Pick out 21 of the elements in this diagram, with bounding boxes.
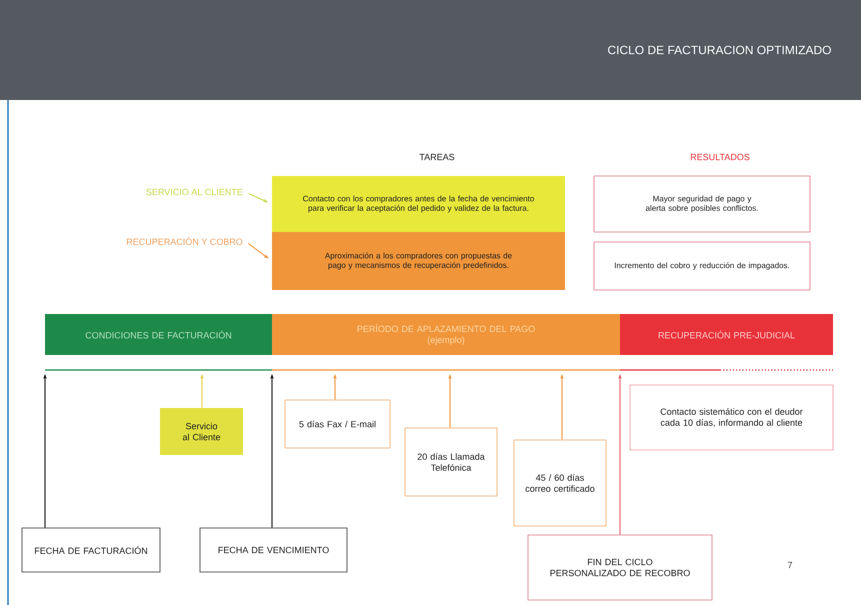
step-box: Contacto sistemático con el deudor cada 10 días, informando al cliente [630, 384, 834, 450]
phase-band: RECUPERACIÓN PRE-JUDICIAL [620, 314, 833, 355]
step-box: 5 días Fax / E-mail [284, 400, 390, 448]
task-box: Contacto con los compradores antes de la fecha de vencimiento para verificar la aceptación del pedido y validez de la factura. [272, 176, 565, 232]
step-box: 20 días Llamada Telefónica [404, 428, 498, 496]
date-box: FECHA DE FACTURACIÓN [22, 528, 160, 572]
category-label: RECUPERACIÓN Y COBRO [127, 237, 242, 245]
task-box: Aproximación a los compradores con propuestas de pago y mecanismos de recuperación predefinidos. [272, 232, 565, 290]
column-heading: TAREAS [420, 154, 454, 160]
page-title: CICLO DE FACTURACION OPTIMIZADO [608, 46, 831, 54]
phase-band: PERÍODO DE APLAZAMIENTO DEL PAGO (ejemplo) [272, 314, 620, 355]
phase-band: CONDICIONES DE FACTURACIÓN [45, 314, 272, 355]
page-number: 7 [788, 562, 792, 568]
date-box: FECHA DE VENCIMIENTO [200, 528, 348, 572]
result-box: Mayor seguridad de pago y alerta sobre posibles conflictos. [594, 176, 810, 232]
date-box: FIN DEL CICLO PERSONALIZADO DE RECOBRO [528, 534, 712, 600]
step-box: 45 / 60 días correo certificado [514, 440, 606, 526]
result-box: Incremento del cobro y reducción de impagados. [594, 242, 810, 290]
category-label: SERVICIO AL CLIENTE [146, 188, 242, 196]
step-box: Servicio al Cliente [160, 408, 243, 455]
column-heading: RESULTADOS [690, 154, 750, 160]
